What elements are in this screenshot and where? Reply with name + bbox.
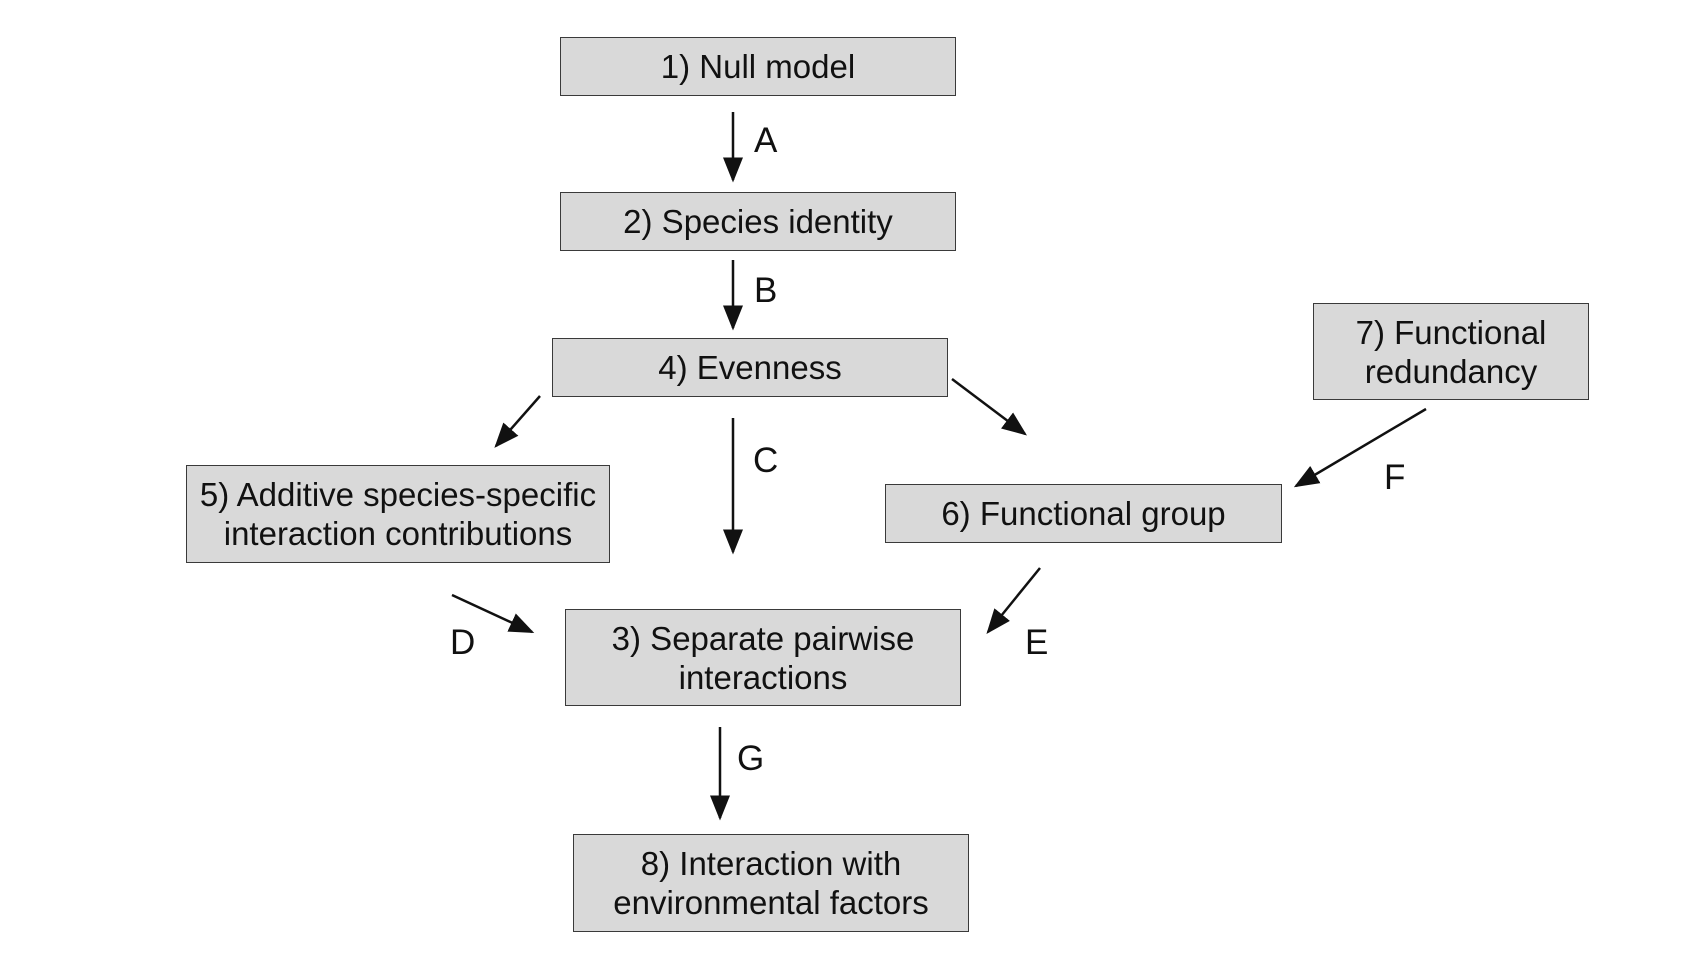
edge-label-c: C bbox=[753, 441, 779, 480]
arrow-evenness-to-functional bbox=[951, 378, 1027, 436]
node-additive-contributions: 5) Additive species-specific interaction… bbox=[186, 465, 610, 563]
node-pairwise-interactions: 3) Separate pairwise interactions bbox=[565, 609, 961, 706]
arrow-evenness-to-additive bbox=[494, 395, 541, 448]
arrow-d bbox=[451, 593, 535, 634]
node-functional-group: 6) Functional group bbox=[885, 484, 1282, 543]
node-functional-redundancy: 7) Functional redundancy bbox=[1313, 303, 1589, 400]
node-pairwise-interactions-line-2: interactions bbox=[678, 658, 848, 696]
node-species-identity-line-1: 2) Species identity bbox=[623, 203, 893, 240]
node-functional-group-line-1: 6) Functional group bbox=[941, 495, 1226, 532]
arrow-e bbox=[986, 567, 1041, 634]
node-environmental-factors: 8) Interaction with environmental factor… bbox=[573, 834, 969, 932]
node-null-model-line-1: 1) Null model bbox=[660, 48, 856, 85]
node-evenness: 4) Evenness bbox=[552, 338, 948, 397]
node-functional-redundancy-line-1: 7) Functional bbox=[1355, 313, 1547, 351]
node-species-identity: 2) Species identity bbox=[560, 192, 956, 251]
edge-label-b: B bbox=[754, 271, 778, 310]
edge-label-d: D bbox=[450, 623, 476, 662]
node-additive-contributions-line-1: 5) Additive species-specific bbox=[199, 476, 597, 513]
node-environmental-factors-line-2: environmental factors bbox=[613, 884, 929, 921]
node-evenness-line-1: 4) Evenness bbox=[658, 349, 842, 386]
edge-label-g: G bbox=[737, 739, 765, 778]
edge-label-a: A bbox=[754, 121, 778, 160]
node-functional-redundancy-line-2: redundancy bbox=[1364, 352, 1538, 390]
edge-label-e: E bbox=[1025, 623, 1049, 662]
edge-label-f: F bbox=[1384, 458, 1406, 497]
node-null-model: 1) Null model bbox=[560, 37, 956, 96]
node-additive-contributions-line-2: interaction contributions bbox=[223, 515, 573, 552]
arrow-f bbox=[1293, 407, 1427, 488]
node-environmental-factors-line-1: 8) Interaction with bbox=[640, 845, 902, 882]
node-pairwise-interactions-line-1: 3) Separate pairwise bbox=[611, 619, 915, 657]
